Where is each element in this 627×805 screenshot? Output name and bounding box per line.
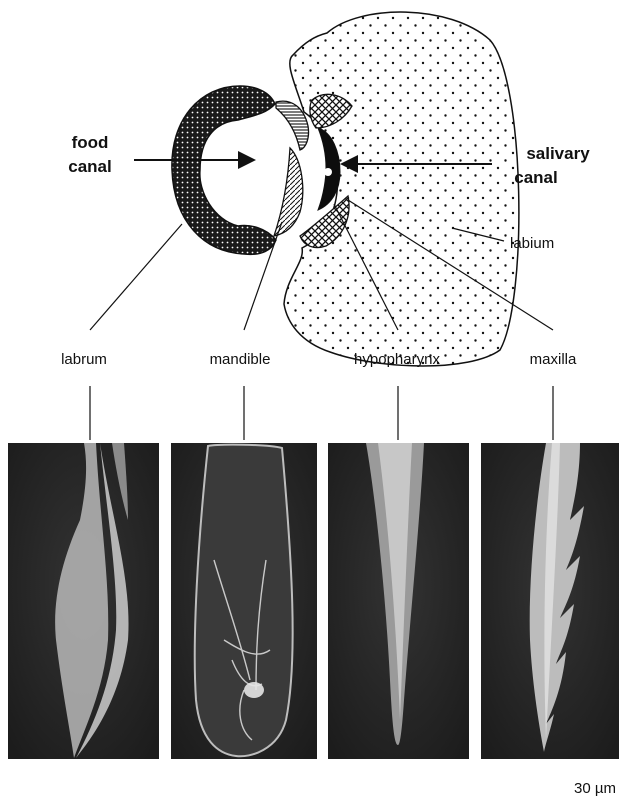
labium-label: labium — [510, 235, 554, 252]
food-canal-label: food — [72, 133, 109, 152]
salivary-canal-opening — [324, 168, 332, 176]
mandible-label: mandible — [210, 351, 271, 368]
hypopharynx-micrograph — [328, 443, 469, 759]
scale-bar-label: 30 µm — [574, 780, 616, 797]
sem-panels — [8, 443, 619, 759]
mandible-micrograph — [171, 443, 317, 759]
labrum-label: labrum — [61, 351, 107, 368]
mandible-lower-shape — [274, 148, 303, 236]
labrum-leader — [90, 224, 182, 330]
cross-section — [90, 12, 553, 366]
food-canal-label-line2: canal — [68, 157, 111, 176]
label-ticks — [90, 386, 553, 440]
salivary-canal-label: salivary — [526, 144, 590, 163]
maxilla-micrograph — [481, 443, 619, 759]
maxilla-label: maxilla — [530, 351, 577, 368]
salivary-canal-label-line2: canal — [514, 168, 557, 187]
hypopharynx-label: hypopharynx — [354, 351, 440, 368]
labium-shape — [284, 12, 519, 366]
labrum-shape — [172, 86, 276, 254]
labrum-micrograph — [8, 443, 159, 759]
food-canal-arrowhead — [238, 151, 256, 169]
